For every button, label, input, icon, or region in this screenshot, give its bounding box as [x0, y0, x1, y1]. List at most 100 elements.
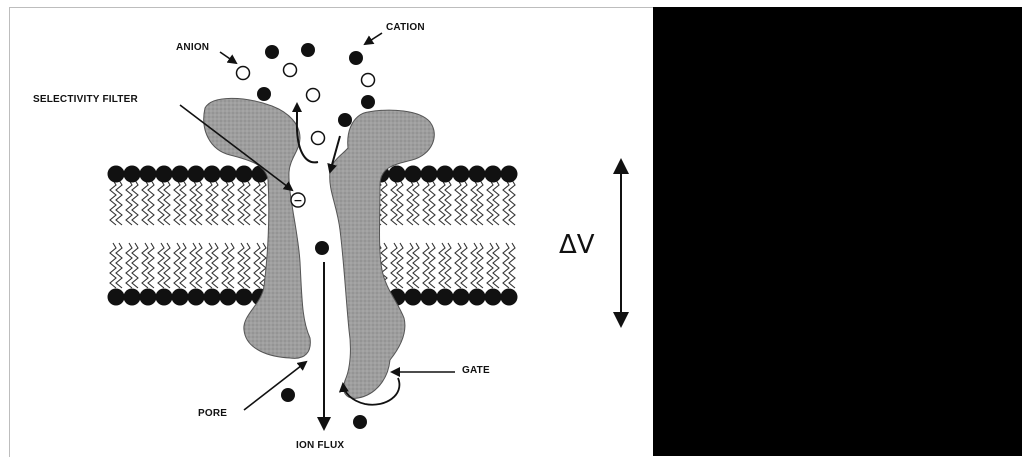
lipid-tail [487, 180, 493, 225]
anion [284, 64, 297, 77]
cation [281, 388, 295, 402]
lipid-tail [132, 180, 138, 225]
lipid-head [485, 166, 502, 183]
lipid-tail [164, 243, 170, 288]
lipid-head [485, 289, 502, 306]
cation [349, 51, 363, 65]
lipid-tail [158, 180, 164, 225]
lipid-tail [509, 243, 515, 288]
lipid-head [421, 289, 438, 306]
lipid-head [437, 289, 454, 306]
lipid-head [204, 166, 221, 183]
lipid-tail [439, 180, 445, 225]
lipid-tail [397, 243, 403, 288]
cation [257, 87, 271, 101]
lipid-tail [180, 243, 186, 288]
lipid-tail [445, 180, 451, 225]
selectivity-filter-label: SELECTIVITY FILTER [33, 94, 138, 105]
lipid-tail [493, 243, 499, 288]
lipid-head [188, 289, 205, 306]
lipid-tail [503, 243, 509, 288]
lipid-head [501, 166, 518, 183]
lipid-head [501, 289, 518, 306]
lipid-tail [142, 180, 148, 225]
lipid-head [220, 289, 237, 306]
lipid-tail [110, 180, 116, 225]
lipid-tail [413, 243, 419, 288]
lipid-tail [238, 243, 244, 288]
lipid-tail [126, 180, 132, 225]
lipid-tail [206, 180, 212, 225]
lipid-tail [190, 180, 196, 225]
lipid-tail [429, 180, 435, 225]
lipid-tail [212, 180, 218, 225]
lipid-tail [212, 243, 218, 288]
cation-label: CATION [386, 22, 425, 33]
lipid-tail [439, 243, 445, 288]
lipid-tail [503, 180, 509, 225]
anion [237, 67, 250, 80]
lipid-tail [455, 243, 461, 288]
ion-flux-label: ION FLUX [296, 440, 344, 451]
lipid-head [469, 289, 486, 306]
anion-label: ANION [176, 42, 209, 53]
lipid-tail [228, 180, 234, 225]
lipid-tail [477, 180, 483, 225]
lipid-tail [244, 180, 250, 225]
lipid-tail [455, 180, 461, 225]
lipid-head [453, 166, 470, 183]
lipid-tail [180, 180, 186, 225]
lipid-tails [110, 180, 515, 288]
lipid-tail [190, 243, 196, 288]
lipid-tail [254, 180, 260, 225]
lipid-tail [487, 243, 493, 288]
lipid-tail [222, 180, 228, 225]
lipid-tail [429, 243, 435, 288]
anion [362, 74, 375, 87]
lipid-head [236, 166, 253, 183]
membrane-potential-arrow [613, 158, 629, 328]
lipid-head [124, 289, 141, 306]
lipid-tail [164, 180, 170, 225]
delta-v-label: ΔV [559, 230, 595, 260]
lipid-tail [397, 180, 403, 225]
lipid-tail [471, 243, 477, 288]
anion [307, 89, 320, 102]
cation-pointer [365, 33, 382, 44]
lipid-tail [116, 180, 122, 225]
cation [338, 113, 352, 127]
lipid-tail [206, 243, 212, 288]
channel-protein-left [204, 98, 311, 358]
lipid-tail [413, 180, 419, 225]
pore-label: PORE [198, 408, 227, 419]
lipid-tail [228, 243, 234, 288]
lipid-tail [391, 180, 397, 225]
lipid-tail [244, 243, 250, 288]
lipid-head [469, 166, 486, 183]
pore-pointer [244, 362, 306, 410]
lipid-tail [461, 243, 467, 288]
lipid-tail [391, 243, 397, 288]
lipid-tail [423, 180, 429, 225]
lipid-head [204, 289, 221, 306]
lipid-tail [477, 243, 483, 288]
lipid-head [421, 166, 438, 183]
anion [312, 132, 325, 145]
cation [301, 43, 315, 57]
lipid-tail [493, 180, 499, 225]
cation [265, 45, 279, 59]
selectivity-filter-charge: − [291, 193, 305, 207]
cation [353, 415, 367, 429]
lipid-tail [407, 243, 413, 288]
lipid-head [437, 166, 454, 183]
lipid-head [220, 166, 237, 183]
lipid-tail [158, 243, 164, 288]
lipid-tail [509, 180, 515, 225]
gate-label: GATE [462, 365, 490, 376]
lipid-tail [196, 243, 202, 288]
lipid-tail [423, 243, 429, 288]
lipid-tail [238, 180, 244, 225]
lipid-tail [174, 243, 180, 288]
